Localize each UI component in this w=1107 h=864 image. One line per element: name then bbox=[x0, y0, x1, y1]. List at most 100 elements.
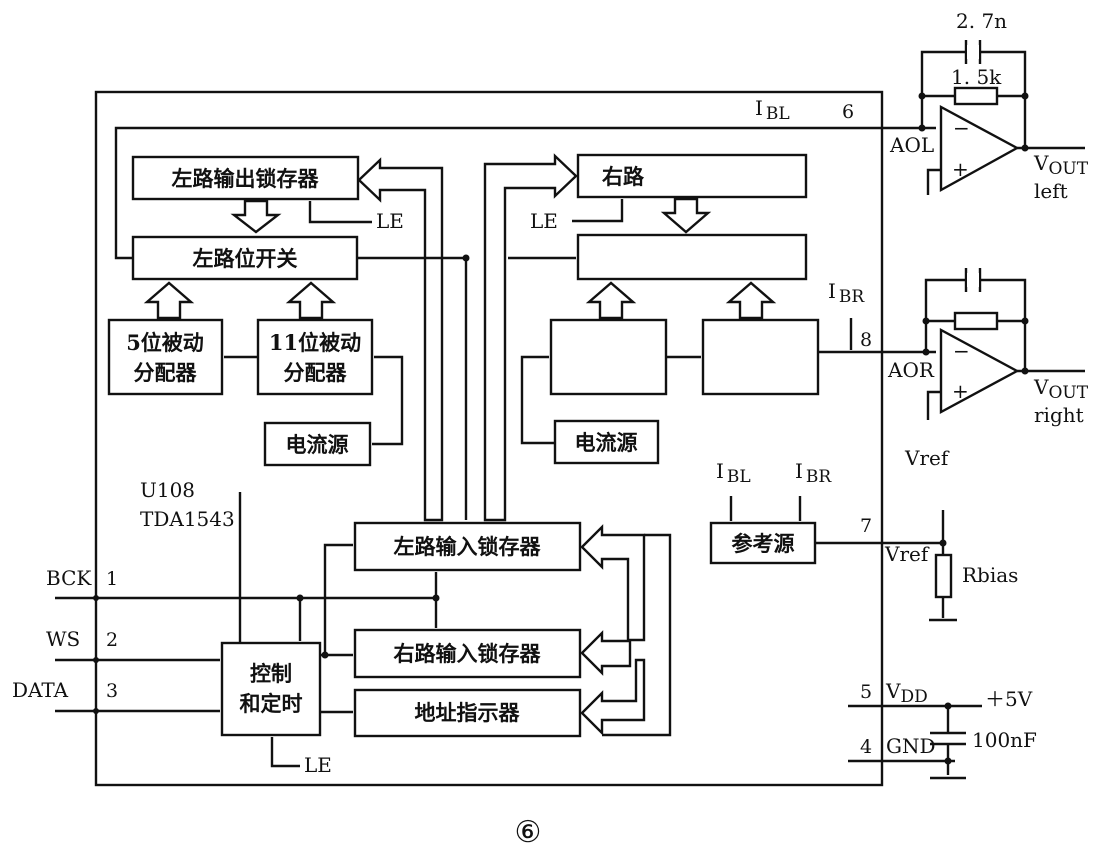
fat-arrow-down-left bbox=[230, 199, 282, 234]
chip-name: U108 bbox=[140, 478, 195, 502]
figure-caption: ⑥ bbox=[515, 815, 542, 850]
wire-le-right bbox=[572, 199, 624, 223]
wire-control-to-left-input bbox=[323, 543, 353, 655]
fat-arrow-into-right-input bbox=[580, 630, 632, 676]
junction-dot bbox=[93, 595, 99, 601]
wire-current-left bbox=[372, 355, 404, 446]
junction-dot bbox=[918, 92, 926, 100]
fat-arrow-up-5bit bbox=[143, 281, 195, 320]
opamp-right bbox=[939, 327, 1020, 415]
wire-aol bbox=[114, 126, 936, 260]
label-100nf: 100nF bbox=[972, 728, 1037, 752]
wire-current-right bbox=[520, 355, 555, 445]
opamp-right-plus: + bbox=[952, 379, 969, 403]
label-vdd: VDD bbox=[885, 679, 928, 707]
address-pointer-label: 地址指示器 bbox=[415, 700, 521, 725]
label-pin4: 4 bbox=[860, 736, 872, 758]
right-input-latch-label: 右路输入锁存器 bbox=[394, 641, 542, 666]
label-1p5k: 1. 5k bbox=[951, 65, 1002, 89]
fat-arrow-left-bus bbox=[357, 157, 444, 522]
fat-arrow-up-right-5bit bbox=[585, 281, 637, 320]
label-data: DATA bbox=[12, 678, 69, 702]
left-input-latch-box bbox=[353, 521, 582, 572]
label-le-right: LE bbox=[530, 209, 558, 233]
passive-5bit-line2: 分配器 bbox=[134, 360, 198, 385]
control-timing-box bbox=[220, 641, 322, 737]
label-pin2: 2 bbox=[106, 629, 118, 651]
reference-source-box bbox=[709, 521, 817, 565]
label-vref: Vref bbox=[884, 542, 930, 566]
junction-dot bbox=[1021, 144, 1029, 152]
junction-dot bbox=[939, 539, 947, 547]
junction-dot bbox=[922, 317, 930, 325]
label-pin8: 8 bbox=[860, 329, 872, 351]
chip-part: TDA1543 bbox=[140, 507, 235, 531]
label-vref-opamp: Vref bbox=[904, 446, 950, 470]
label-vout-right: VOUT bbox=[1033, 375, 1089, 403]
junction-dot bbox=[93, 657, 99, 663]
control-line1: 控制 bbox=[250, 661, 292, 686]
label-rbias: Rbias bbox=[962, 563, 1018, 587]
feedback-loop-outer bbox=[602, 533, 672, 737]
opamp-left-minus: − bbox=[953, 116, 970, 140]
junction-dot bbox=[944, 757, 952, 765]
label-bck: BCK bbox=[46, 566, 92, 590]
right-output-latch-label: 右路 bbox=[602, 164, 645, 189]
label-aol: AOL bbox=[889, 133, 934, 157]
opamp-right-minus: − bbox=[953, 339, 970, 363]
label-pin5: 5 bbox=[860, 681, 872, 703]
fat-arrow-down-right bbox=[660, 197, 712, 234]
fat-arrow-into-address bbox=[580, 658, 646, 736]
opamp-right-cap-gap bbox=[967, 273, 979, 287]
junction-dot bbox=[1021, 92, 1029, 100]
passive-11bit-line1: 11位被动 bbox=[269, 330, 361, 355]
address-pointer-box bbox=[353, 688, 582, 738]
junction-dot bbox=[321, 651, 329, 659]
junction-dot bbox=[462, 254, 470, 262]
label-le-left: LE bbox=[376, 209, 404, 233]
right-bit-switch-box bbox=[576, 233, 808, 281]
label-pin3: 3 bbox=[106, 680, 118, 702]
opamp-left-cap-gap bbox=[967, 45, 979, 59]
left-bit-switch-label: 左路位开关 bbox=[193, 246, 298, 271]
junction-dot bbox=[296, 594, 304, 602]
junction-dot bbox=[918, 124, 926, 132]
junction-dot bbox=[922, 348, 930, 356]
opamp-left-plus: + bbox=[952, 157, 969, 181]
fat-arrow-into-left-input bbox=[580, 524, 646, 642]
chip-outline bbox=[94, 90, 884, 787]
current-source-right-label: 电流源 bbox=[575, 430, 638, 455]
passive-5bit-divider-box bbox=[107, 318, 224, 396]
label-aor: AOR bbox=[887, 358, 935, 382]
junction-dot bbox=[944, 702, 952, 710]
right-passive-11bit-box bbox=[701, 318, 820, 396]
opamp-left-res bbox=[953, 86, 999, 106]
current-source-left-box bbox=[263, 421, 372, 467]
label-plus5v: ＋5V bbox=[985, 687, 1033, 711]
fat-arrow-up-right-11bit bbox=[725, 281, 777, 320]
left-output-latch-label: 左路输出锁存器 bbox=[172, 166, 320, 191]
left-output-latch-box bbox=[131, 155, 360, 201]
opamp-right-res bbox=[953, 311, 999, 331]
label-pin7: 7 bbox=[860, 515, 872, 537]
wire-le-left bbox=[308, 201, 372, 224]
current-source-left-label: 电流源 bbox=[286, 432, 349, 457]
right-output-latch-box bbox=[576, 153, 808, 199]
rbias-res bbox=[934, 553, 953, 599]
fat-arrow-up-11bit bbox=[285, 281, 337, 320]
label-pin1: 1 bbox=[106, 568, 118, 590]
fat-arrow-right-bus bbox=[483, 153, 578, 522]
label-2p7n: 2. 7n bbox=[956, 9, 1007, 33]
right-passive-5bit-box bbox=[549, 318, 668, 396]
passive-11bit-line2: 分配器 bbox=[284, 360, 348, 385]
wire-le-bottom bbox=[270, 737, 300, 768]
label-pin6: 6 bbox=[842, 101, 854, 123]
label-ws: WS bbox=[46, 627, 80, 651]
opamp-left-plus-wire bbox=[926, 168, 941, 195]
label-gnd: GND bbox=[886, 734, 936, 758]
label-le-bottom: LE bbox=[304, 753, 332, 777]
